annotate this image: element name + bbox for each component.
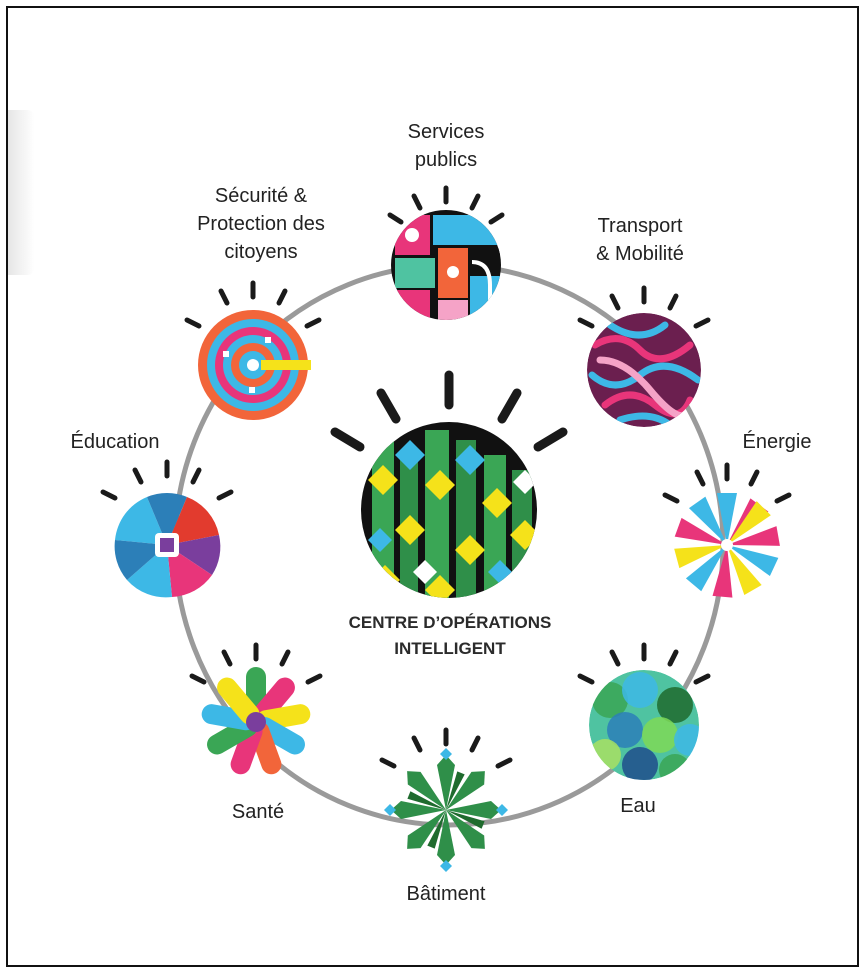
securite-label: Sécurité & Protection des citoyens xyxy=(176,182,346,266)
services-publics-label-line2: publics xyxy=(414,149,478,171)
services-publics-label-line1: Services xyxy=(407,121,485,143)
education-icon xyxy=(100,459,234,598)
batiment-label: Bâtiment xyxy=(406,883,486,905)
transport-label-line1: Transport xyxy=(597,215,683,237)
transport-label: Transport & Mobilité xyxy=(580,212,700,268)
center-operations-emblem xyxy=(330,370,568,598)
center-label-line2: INTELLIGENT xyxy=(394,639,506,658)
center-label-line1: CENTRE D’OPÉRATIONS xyxy=(348,613,552,632)
sante-label: Santé xyxy=(231,801,285,823)
securite-label-line3: citoyens xyxy=(224,241,298,263)
services-publics-icon xyxy=(387,185,505,320)
securite-label-line2: Protection des xyxy=(197,213,325,235)
securite-icon xyxy=(184,280,322,420)
batiment-icon xyxy=(379,727,513,872)
education-label: Éducation xyxy=(70,431,160,453)
energie-icon xyxy=(662,462,792,598)
eau-icon xyxy=(577,642,711,780)
eau-label: Eau xyxy=(620,795,656,817)
energie-label: Énergie xyxy=(742,431,812,453)
center-label: CENTRE D’OPÉRATIONS INTELLIGENT xyxy=(300,610,600,662)
sante-icon xyxy=(189,642,323,775)
transport-mobilite-icon xyxy=(577,285,711,427)
services-publics-label: Services publics xyxy=(396,118,496,174)
securite-label-line1: Sécurité & xyxy=(214,185,308,207)
side-tab-shadow xyxy=(8,110,34,275)
transport-label-line2: & Mobilité xyxy=(596,243,684,265)
